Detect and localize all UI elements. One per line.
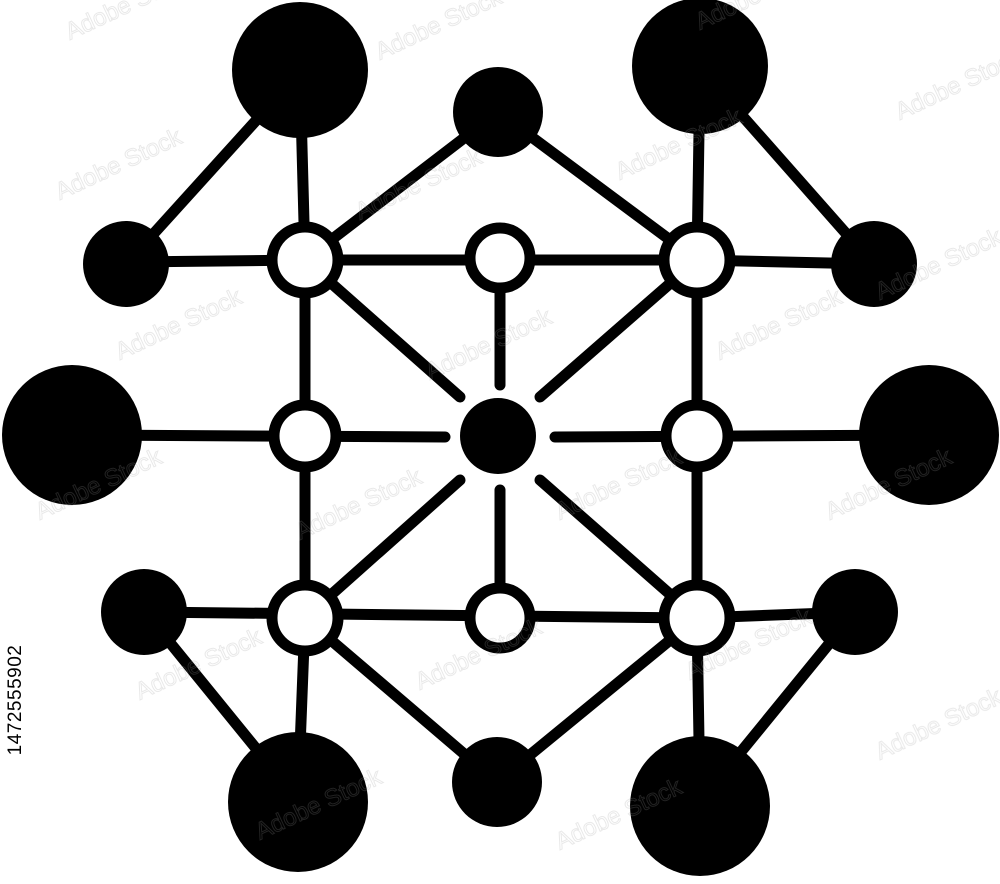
solid-node: [859, 365, 999, 505]
solid-node: [831, 221, 917, 307]
watermark-text: Adobe Stock: [61, 0, 197, 45]
watermark-text: Adobe Stock: [421, 303, 557, 385]
connector-line: [139, 606, 703, 624]
solid-node: [2, 365, 142, 505]
solid-node: [83, 221, 169, 307]
ring-node: [658, 221, 736, 299]
watermark-text: Adobe Stock: [371, 0, 507, 65]
solid-node: [460, 398, 536, 474]
ring-nodes: [266, 221, 736, 657]
solid-node: [232, 2, 368, 138]
ring-node: [660, 399, 734, 473]
ring-node: [266, 221, 344, 299]
solid-node: [630, 736, 770, 876]
solid-node: [453, 67, 543, 157]
watermark-text: Adobe Stock: [691, 0, 827, 35]
watermark-text: Adobe Stock: [711, 283, 847, 365]
stock-id-text: 1472555902: [5, 644, 26, 756]
solid-node: [812, 569, 898, 655]
solid-node: [228, 732, 368, 872]
watermark-text: Adobe Stock: [51, 123, 187, 205]
solid-node: [452, 737, 542, 827]
ring-node: [268, 399, 342, 473]
ring-node: [266, 579, 344, 657]
watermark-text: Adobe Stock: [351, 143, 487, 225]
stock-id-label: 1472555902: [4, 632, 28, 768]
watermark-text: Adobe Stock: [871, 683, 1000, 765]
ring-node: [658, 579, 736, 657]
watermark-text: Adobe Stock: [891, 43, 1000, 125]
watermark-text: Adobe Stock: [551, 443, 687, 525]
ring-node: [464, 222, 536, 294]
solid-node: [101, 569, 187, 655]
solid-node: [632, 0, 768, 134]
ring-node: [464, 582, 536, 654]
